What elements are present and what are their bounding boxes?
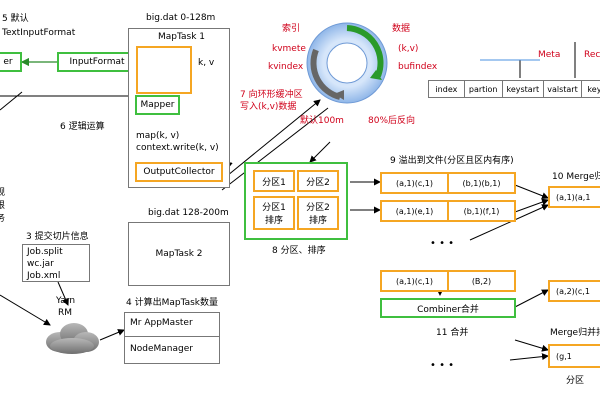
- merge-label-2: Merge归并排: [550, 328, 600, 338]
- partition2-box: 分区2: [297, 170, 339, 192]
- step10-label: 10 Merge归并: [552, 172, 600, 182]
- mapper-box: Mapper: [135, 95, 180, 115]
- step3-label: 3 提交切片信息: [26, 232, 89, 242]
- partition1-box: 分区1: [253, 170, 295, 192]
- partition1-sorted-box: 分区1 排序: [253, 196, 295, 230]
- step9-label: 9 溢出到文件(分区且区内有序): [390, 156, 514, 166]
- sorted-label: 排序: [308, 216, 327, 226]
- kvindex-label: kvindex: [268, 62, 304, 72]
- step8-label: 8 分区、排序: [272, 246, 326, 256]
- step7-line2: 写入(k,v)数据: [240, 102, 297, 112]
- outputcollector-box: OutputCollector: [135, 162, 223, 182]
- meta-col: key: [587, 84, 600, 94]
- inputformat-label: InputFormat: [69, 57, 125, 67]
- index-label: 索引: [282, 24, 301, 34]
- bufindex-label: bufindex: [398, 62, 438, 72]
- file0-label: big.dat 0-128m: [146, 13, 216, 23]
- partition1-sorted-label: 分区1: [262, 203, 286, 213]
- percent80-label: 80%后反向: [368, 116, 416, 126]
- ellipsis-2: • • •: [430, 360, 455, 371]
- maptask2-box: MapTask 2: [128, 222, 230, 286]
- textinputformat-label: TextInputFormat: [2, 28, 76, 38]
- partition2-sorted-box: 分区2 排序: [297, 196, 339, 230]
- maptask2-label: MapTask 2: [155, 249, 203, 259]
- reader-region: [136, 46, 192, 94]
- outputcollector-label: OutputCollector: [143, 167, 215, 177]
- yarn-label: Yarn: [56, 296, 76, 306]
- step6-label: 6 逻辑运算: [60, 122, 105, 132]
- spill-cell: (a,1)(c,1): [382, 174, 449, 192]
- spill-cell: (a,1)(e,1): [382, 202, 449, 220]
- meta-col: index: [429, 81, 465, 97]
- kv-pair-label: (k,v): [398, 44, 419, 54]
- merged-file-2: (a,2)(c,1: [548, 280, 600, 302]
- step7-line1: 7 向环形缓冲区: [240, 90, 303, 100]
- spill-cell: (b,1)(b,1): [462, 178, 501, 188]
- context-write-label: context.write(k, v): [136, 143, 219, 153]
- job-files-box: [22, 244, 90, 282]
- merged-file-label: (g,1: [556, 351, 572, 361]
- meta-col: partion: [465, 81, 503, 97]
- record-reader-box: er: [0, 52, 22, 72]
- map-kv-label: map(k, v): [136, 131, 180, 141]
- data-label: 数据: [392, 24, 411, 34]
- inputformat-box: InputFormat: [57, 52, 137, 72]
- merged-file-3: (g,1: [548, 344, 600, 368]
- appmaster-label: Mr AppMaster: [130, 318, 193, 328]
- appmaster-box: [124, 312, 220, 364]
- meta-label: Meta: [538, 50, 561, 60]
- mapper-label: Mapper: [140, 100, 175, 110]
- partition2-label: 分区2: [306, 177, 330, 188]
- sorted-label: 排序: [264, 216, 283, 226]
- merged-file-1: (a,1)(a,1: [548, 186, 600, 208]
- meta-col: valstart: [544, 81, 582, 97]
- combiner-label: Combiner合并: [417, 304, 479, 315]
- step4-label: 4 计算出MapTask数量: [126, 298, 219, 308]
- merged-file-label: (a,2)(c,1: [556, 286, 590, 296]
- nodemanager-label: NodeManager: [130, 344, 193, 354]
- cloud-icon: [46, 323, 99, 354]
- record-label: Reco: [584, 50, 600, 60]
- record-reader-label: er: [3, 57, 13, 67]
- wc-jar-label: wc.jar: [27, 259, 54, 269]
- job-split-label: Job.split: [27, 247, 63, 257]
- meta-col: keystart: [503, 81, 545, 97]
- rm-label: RM: [58, 308, 73, 318]
- kv-output-label: k, v: [198, 58, 215, 68]
- partition1-label: 分区1: [262, 177, 286, 188]
- job-xml-label: Job.xml: [27, 271, 61, 281]
- combiner-cell: (a,1)(c,1): [382, 272, 449, 290]
- step11-label: 11 合并: [436, 328, 469, 338]
- partition-bottom-label: 分区: [566, 376, 585, 386]
- kvmete-label: kvmete: [272, 44, 306, 54]
- left-cut-3: 务: [0, 214, 6, 224]
- combiner-box: Combiner合并: [380, 298, 516, 318]
- file1-label: big.dat 128-200m: [148, 208, 229, 218]
- ellipsis-1: • • •: [430, 238, 455, 249]
- step5-label: 5 默认: [2, 14, 29, 24]
- spill-file-2: (a,1)(e,1) (b,1)(f,1): [380, 200, 516, 222]
- left-cut-1: 规: [0, 188, 6, 198]
- left-cut-2: 根: [0, 201, 6, 211]
- combiner-input: (a,1)(c,1) (B,2): [380, 270, 516, 292]
- maptask1-label: MapTask 1: [158, 32, 206, 42]
- combiner-cell: (B,2): [471, 276, 492, 286]
- spill-file-1: (a,1)(c,1) (b,1)(b,1): [380, 172, 516, 194]
- merged-file-label: (a,1)(a,1: [556, 192, 591, 202]
- spill-cell: (b,1)(f,1): [463, 206, 500, 216]
- meta-table: index partion keystart valstart key: [428, 80, 600, 98]
- default100-label: 默认100m: [300, 116, 344, 126]
- ring-buffer-icon: [306, 22, 388, 104]
- partition2-sorted-label: 分区2: [306, 203, 330, 213]
- divider: [124, 336, 220, 337]
